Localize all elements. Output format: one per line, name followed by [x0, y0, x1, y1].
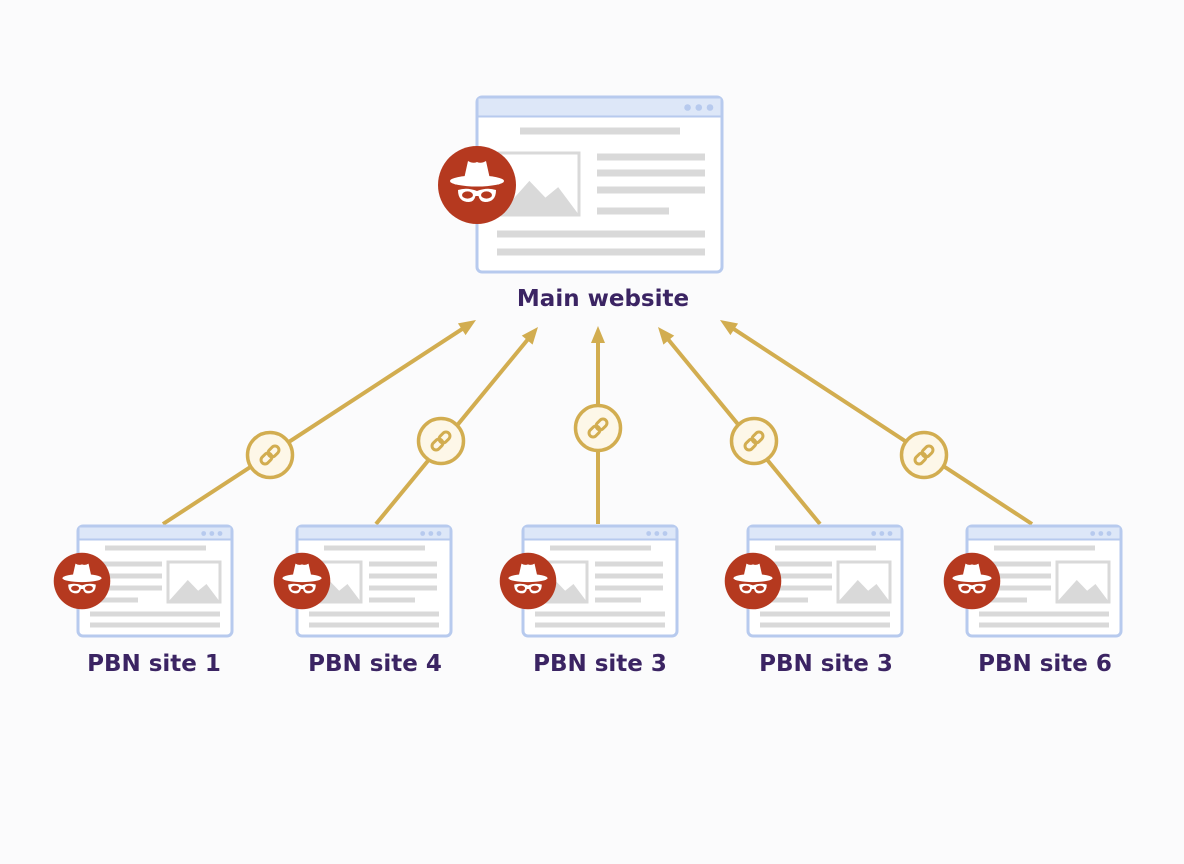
pbn-site-window-3	[521, 524, 679, 638]
window-dot	[436, 531, 442, 536]
window-dot	[1090, 531, 1096, 536]
window-dot	[201, 531, 207, 536]
pbn-site-window-2	[295, 524, 453, 638]
link-arrow-5	[720, 320, 1034, 526]
arrow-up-icon	[658, 327, 675, 345]
arrow-up-icon	[521, 327, 538, 345]
window-dot	[871, 531, 877, 536]
incognito-spy-icon	[499, 552, 557, 610]
link-arrow-3	[573, 326, 623, 524]
window-dot	[428, 531, 434, 536]
link-arrow-2	[374, 327, 538, 526]
window-dot	[695, 104, 703, 111]
pbn-site-windows	[76, 524, 1123, 638]
window-dot	[1098, 531, 1104, 536]
window-dot	[1106, 531, 1112, 536]
incognito-spy-icon	[438, 146, 516, 224]
incognito-spy-icon	[943, 552, 1001, 610]
window-dot	[662, 531, 668, 536]
link-arrows	[161, 320, 1034, 526]
chain-link-icon	[899, 430, 949, 480]
pbn-site-label: PBN site 6	[978, 651, 1112, 677]
chain-link-icon	[573, 403, 623, 453]
chain-link-icon	[416, 416, 466, 466]
arrow-up-icon	[457, 320, 476, 336]
arrow-up-icon	[591, 326, 605, 343]
incognito-spy-icon	[273, 552, 331, 610]
pbn-image-placeholder	[166, 560, 222, 604]
window-dot	[646, 531, 652, 536]
incognito-spy-icon	[53, 552, 111, 610]
pbn-site-label: PBN site 4	[308, 651, 442, 677]
pbn-site-label: PBN site 1	[87, 651, 221, 677]
pbn-image-placeholder	[1055, 560, 1111, 604]
link-arrow-1	[161, 320, 476, 526]
chain-link-icon	[729, 416, 779, 466]
chain-link-icon	[245, 430, 295, 480]
link-arrow-4	[658, 327, 822, 526]
main-website-window	[475, 95, 724, 274]
window-dot	[887, 531, 893, 536]
pbn-site-label: PBN site 3	[533, 651, 667, 677]
window-dot	[654, 531, 660, 536]
window-dot	[684, 104, 691, 111]
window-dot	[879, 531, 885, 536]
pbn-site-window-1	[76, 524, 234, 638]
window-dot	[217, 531, 223, 536]
pbn-site-label: PBN site 3	[759, 651, 893, 677]
window-dot	[209, 531, 215, 536]
window-dot	[706, 104, 714, 111]
arrow-up-icon	[720, 320, 739, 336]
pbn-image-placeholder	[836, 560, 892, 604]
main-website-label: Main website	[516, 286, 690, 312]
window-dot	[420, 531, 426, 536]
incognito-spy-icon	[724, 552, 782, 610]
